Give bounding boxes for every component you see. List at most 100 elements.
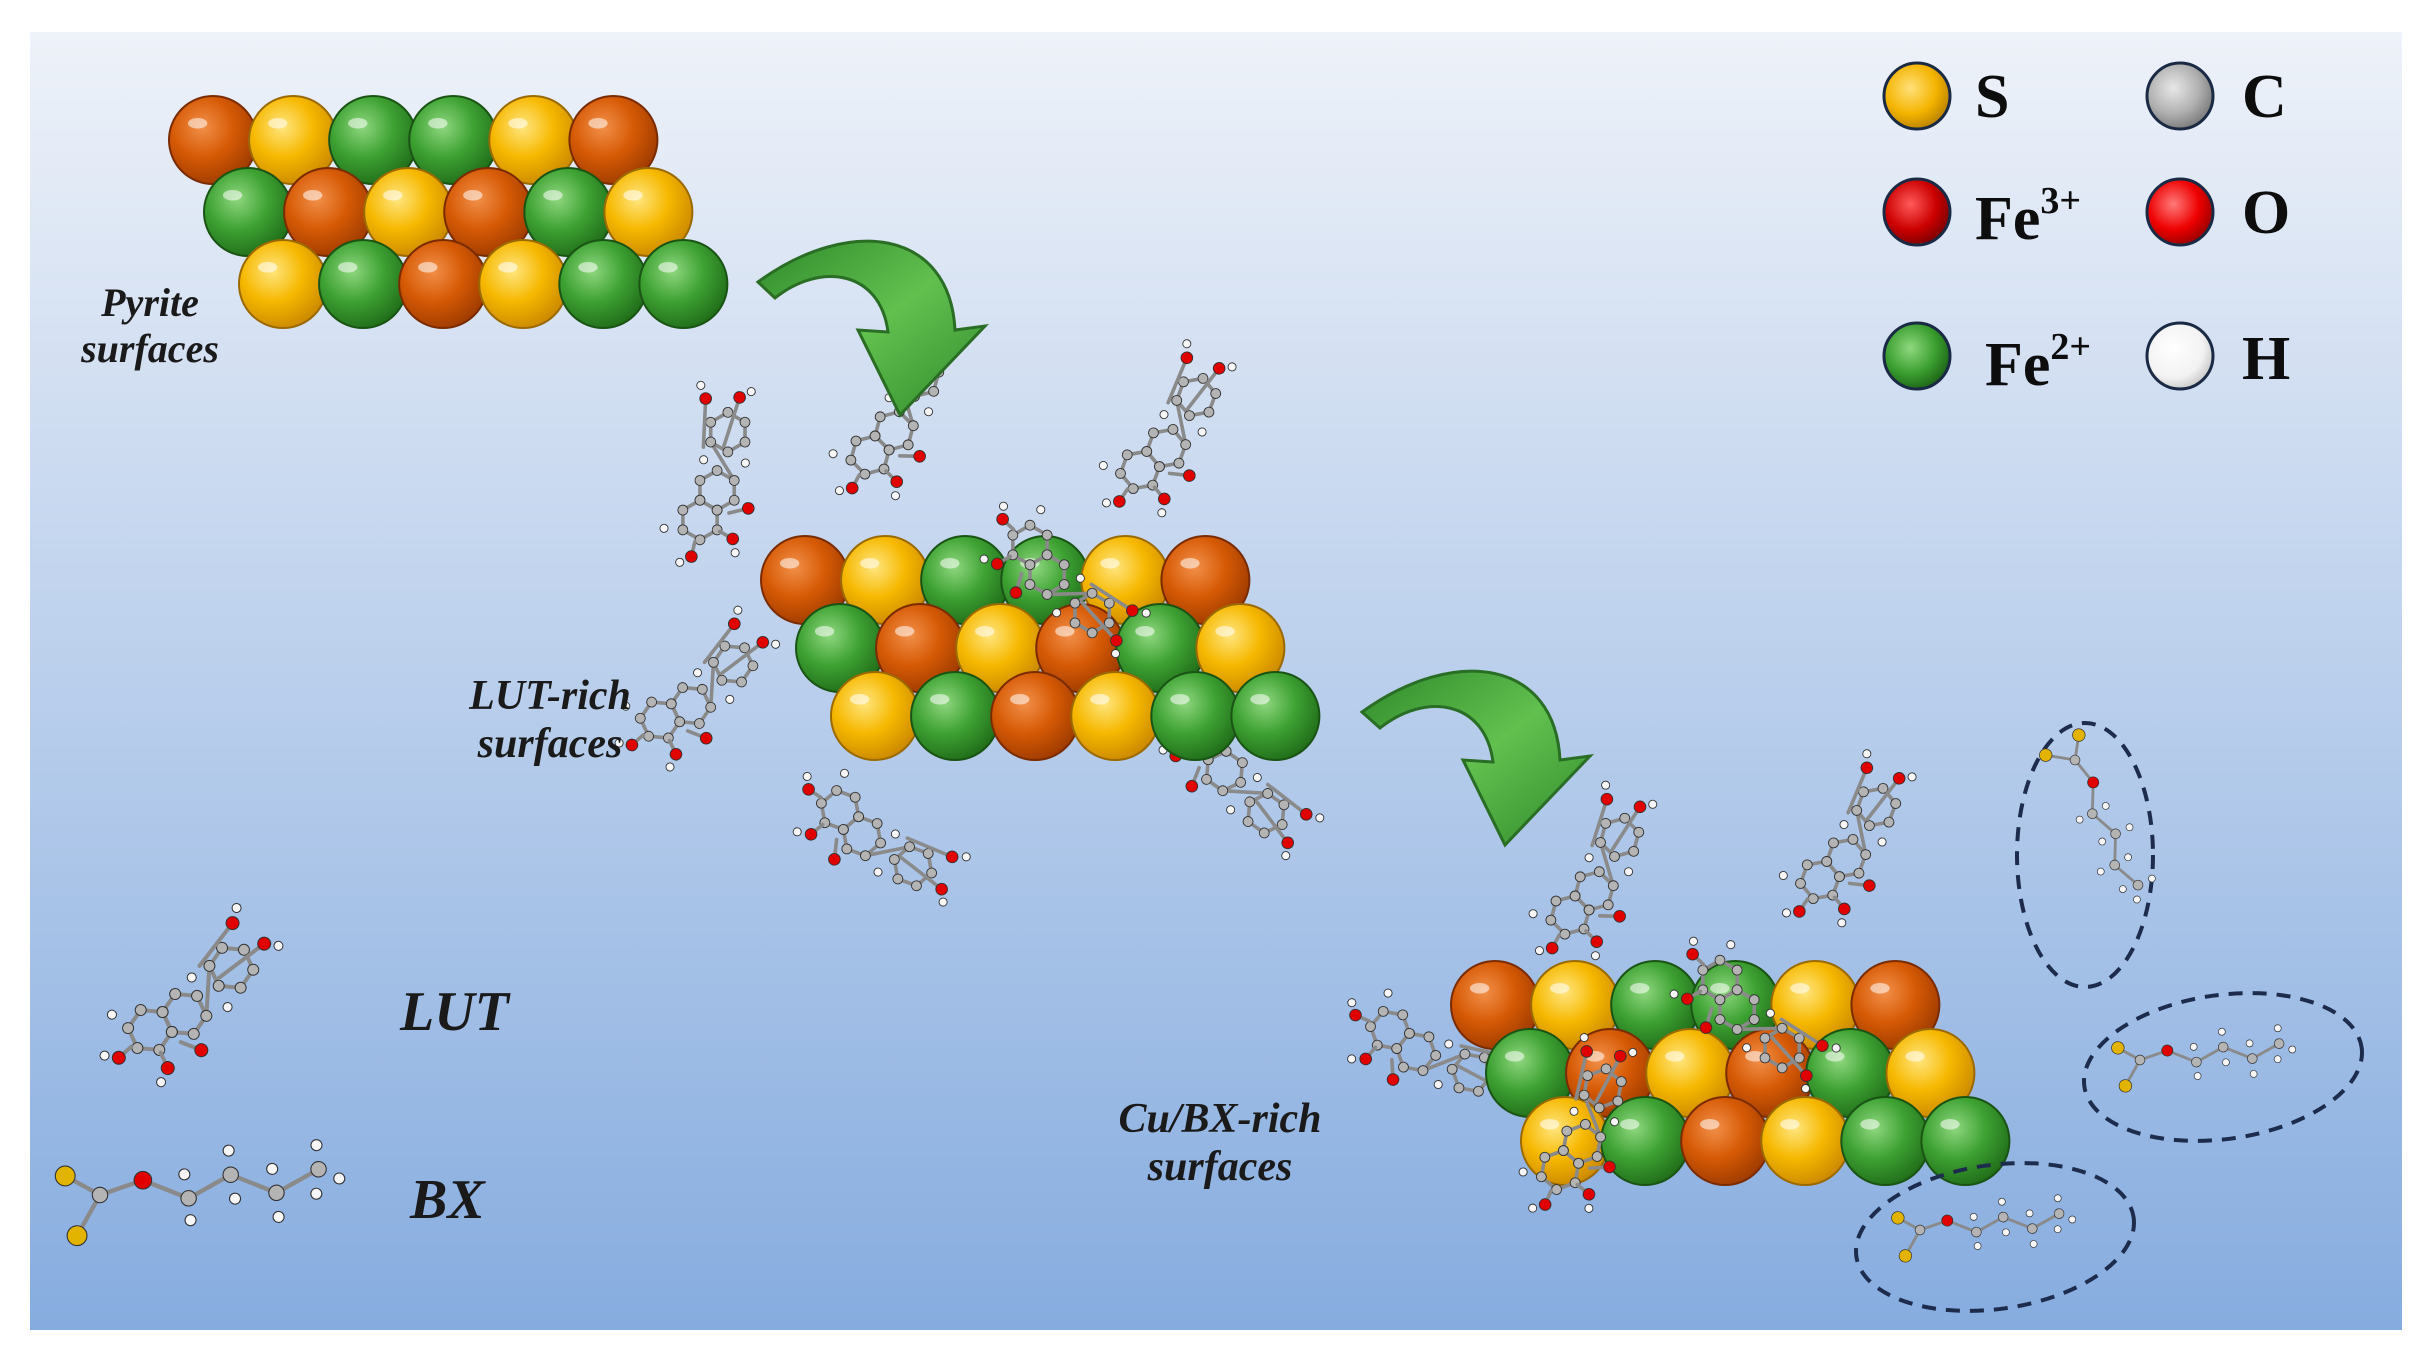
hydrogen-atom (1765, 1008, 1775, 1018)
fe2-sphere (1230, 671, 1321, 761)
carbon-atom (739, 416, 751, 428)
hydrogen-atom (1584, 1203, 1594, 1213)
hydrogen-atom (1281, 851, 1291, 861)
carbon-atom (853, 811, 864, 823)
fe2-sphere (638, 239, 729, 329)
oxygen-atom (913, 449, 926, 463)
bx-molecule (54, 1139, 346, 1247)
carbon-atom (1041, 589, 1053, 600)
pyrite-surface (168, 95, 729, 329)
carbon-atom (1615, 1076, 1627, 1087)
oxygen-atom (133, 1170, 153, 1190)
oxygen-atom (225, 916, 240, 931)
carbon-atom (1697, 964, 1709, 976)
carbon-atom (1171, 395, 1183, 406)
carbon-atom (1860, 849, 1872, 860)
hydrogen-atom (1569, 1106, 1579, 1116)
carbon-atom (705, 436, 717, 448)
hydrogen-atom (2098, 837, 2107, 846)
bx-molecule-legend (54, 1139, 346, 1247)
hydrogen-atom (2133, 895, 2141, 904)
hydrogen-atom (1801, 1084, 1811, 1094)
carbon-atom (694, 475, 706, 486)
hydrogen-atom (222, 1002, 233, 1013)
carbon-atom (849, 791, 861, 803)
carbon-atom (131, 1042, 144, 1055)
carbon-atom (1578, 1089, 1590, 1101)
carbon-atom (859, 468, 871, 480)
hydrogen-atom (2096, 867, 2105, 876)
carbon-atom (850, 435, 862, 447)
carbon-atom (1714, 954, 1726, 966)
oxygen-atom (1680, 992, 1694, 1006)
carbon-atom (1834, 871, 1845, 883)
carbon-atom (1914, 1224, 1926, 1236)
carbon-atom (1007, 529, 1019, 541)
lut-molecule (979, 501, 1151, 659)
carbon-atom (883, 444, 895, 456)
oxygen-atom (828, 853, 841, 866)
oxygen-atom (1183, 469, 1196, 482)
oxygen-atom (1800, 1069, 1813, 1082)
carbon-atom (1453, 1082, 1465, 1094)
sulfur-atom (1898, 1249, 1913, 1263)
carbon-atom (705, 701, 717, 713)
carbon-atom (1633, 826, 1645, 838)
dashed-ellipse-bx-3 (1854, 1161, 2136, 1313)
s-sphere (1070, 671, 1161, 761)
oxygen-atom (1281, 836, 1295, 850)
carbon-atom (169, 988, 182, 1001)
hydrogen-atom (979, 554, 989, 564)
oxygen-atom (1793, 905, 1806, 918)
carbon-atom (134, 1004, 147, 1017)
hydrogen-atom (1781, 908, 1791, 918)
oxygen-atom (2087, 776, 2100, 789)
hydrogen-atom (1669, 989, 1679, 999)
hydrogen-atom (2249, 1070, 2258, 1078)
fe2-sphere (318, 239, 409, 329)
hydrogen-atom (1141, 608, 1151, 618)
oxygen-atom (257, 936, 272, 951)
fe3-sphere (398, 239, 489, 329)
carbon-atom (200, 1009, 213, 1022)
hydrogen-atom (1226, 805, 1236, 815)
hydrogen-atom (178, 1168, 191, 1181)
hydrogen-atom (839, 768, 849, 778)
carbon-atom (1731, 1024, 1743, 1035)
oxygen-atom (756, 635, 770, 649)
carbon-atom (747, 660, 759, 672)
hydrogen-atom (1182, 339, 1192, 349)
carbon-atom (708, 656, 719, 668)
carbon-atom (1864, 820, 1875, 831)
carbon-atom (665, 698, 677, 710)
carbon-atom (1398, 1061, 1409, 1073)
carbon-atom (1404, 1027, 1415, 1039)
lut-molecule (659, 380, 756, 567)
carbon-atom (693, 718, 705, 729)
s-sphere (830, 671, 920, 761)
sulfur-atom (54, 1165, 76, 1187)
carbon-atom (2273, 1038, 2285, 1049)
hydrogen-atom (272, 1210, 285, 1223)
bx-legend-label: BX (410, 1169, 485, 1231)
carbon-atom (928, 385, 940, 397)
carbon-atom (1731, 964, 1743, 976)
hydrogen-atom (938, 897, 948, 907)
hydrogen-atom (156, 1077, 167, 1088)
oxygen-atom (935, 882, 948, 896)
hydrogen-atom (1601, 780, 1611, 790)
bx-molecule (2111, 1024, 2297, 1093)
hydrogen-atom (1036, 505, 1046, 515)
oxygen-atom (1359, 1052, 1373, 1066)
oxygen-atom (945, 850, 959, 864)
carbon-atom (1210, 388, 1222, 399)
oxygen-atom (669, 747, 683, 761)
carbon-atom (1041, 549, 1053, 561)
hydrogen-atom (2245, 1039, 2254, 1048)
s-sphere (840, 535, 931, 625)
carbon-atom (1550, 895, 1562, 907)
hydrogen-atom (1098, 461, 1108, 471)
carbon-atom (2134, 1054, 2146, 1066)
oxygen-atom (1110, 634, 1123, 647)
carbon-atom (1801, 859, 1813, 871)
